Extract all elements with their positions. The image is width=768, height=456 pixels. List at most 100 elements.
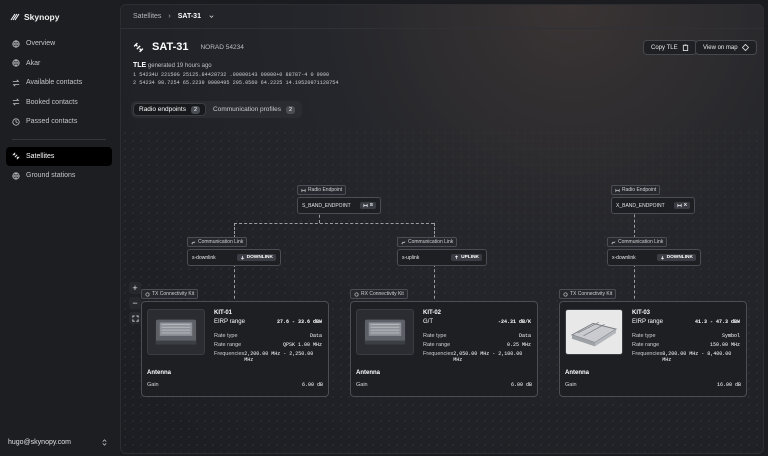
kit-name: KIT-02 bbox=[423, 310, 442, 316]
communication-link-node[interactable]: s-downlink DOWNLINK bbox=[187, 249, 281, 266]
diagram-canvas[interactable]: Radio Endpoint S_BAND_ENDPOINT S Radio E… bbox=[121, 129, 763, 453]
fit-view-icon bbox=[131, 314, 139, 322]
row-label: Rate type bbox=[214, 333, 238, 339]
connector bbox=[634, 199, 635, 238]
breadcrumb-parent[interactable]: Satellites bbox=[133, 13, 162, 20]
sidebar-item-akar[interactable]: Akar bbox=[6, 54, 112, 74]
zoom-controls: + − bbox=[129, 282, 141, 324]
tag-label: Communication Link bbox=[198, 239, 244, 245]
band-badge: X bbox=[673, 202, 690, 209]
sidebar-item-available-contacts[interactable]: Available contacts bbox=[6, 73, 112, 93]
radio-endpoint-node[interactable]: X_BAND_ENDPOINT X bbox=[611, 197, 695, 214]
radio-icon bbox=[301, 188, 306, 192]
link-name: s-downlink bbox=[192, 254, 216, 261]
kit-image bbox=[565, 309, 623, 355]
arrows-icon bbox=[12, 79, 20, 87]
kit-icon bbox=[354, 292, 359, 296]
direction-label: DOWNLINK bbox=[246, 255, 273, 260]
endpoint-name: S_BAND_ENDPOINT bbox=[302, 202, 351, 209]
user-menu[interactable]: hugo@skynopy.com bbox=[8, 439, 108, 446]
row-label: G/T bbox=[423, 319, 433, 325]
tab-radio-endpoints[interactable]: Radio endpoints 2 bbox=[133, 103, 207, 116]
kit-rate-type-row: Rate type Symbol bbox=[632, 333, 740, 339]
zoom-out-button[interactable]: − bbox=[129, 297, 141, 309]
kit-rate-range-row: Rate range 150.00 MHz bbox=[632, 342, 740, 348]
tag-label: Radio Endpoint bbox=[622, 187, 657, 193]
kit-name: KIT-03 bbox=[632, 310, 651, 316]
tab-communication-profiles[interactable]: Communication profiles 2 bbox=[208, 103, 300, 116]
antenna-label: Antenna bbox=[565, 370, 589, 376]
sidebar: Skynopy Overview Akar Available contacts… bbox=[0, 0, 120, 456]
radio-endpoint-tag: Radio Endpoint bbox=[297, 185, 347, 195]
arrow-down-icon bbox=[660, 255, 664, 260]
crosshair-icon bbox=[741, 44, 749, 51]
sidebar-item-label: Satellites bbox=[26, 152, 55, 160]
sidebar-item-passed-contacts[interactable]: Passed contacts bbox=[6, 112, 112, 132]
tle-generated: generated 19 hours ago bbox=[147, 63, 212, 69]
communication-link-tag: Communication Link bbox=[607, 237, 668, 247]
band-label: S bbox=[369, 203, 373, 208]
fit-view-button[interactable] bbox=[129, 312, 141, 324]
radio-icon bbox=[363, 203, 368, 208]
sidebar-item-ground-stations[interactable]: Ground stations bbox=[6, 166, 112, 186]
sidebar-item-overview[interactable]: Overview bbox=[6, 34, 112, 54]
tle-header: TLE generated 19 hours ago bbox=[133, 62, 212, 69]
radio-endpoint-node[interactable]: S_BAND_ENDPOINT S bbox=[297, 197, 381, 214]
main-panel: Satellites › SAT-31 SAT-31 NORAD 54234 C… bbox=[120, 4, 764, 454]
tabs: Radio endpoints 2 Communication profiles… bbox=[131, 101, 303, 118]
band-label: X bbox=[683, 203, 687, 208]
tab-label: Communication profiles bbox=[213, 106, 281, 113]
satellite-icon bbox=[133, 42, 144, 52]
copy-tle-button[interactable]: Copy TLE bbox=[643, 40, 697, 55]
antenna-label: Antenna bbox=[356, 370, 380, 376]
kit-rate-range-row: Rate range 0.25 MHz bbox=[423, 342, 531, 348]
satellite-header: SAT-31 NORAD 54234 bbox=[133, 41, 244, 53]
chevron-down-icon[interactable] bbox=[208, 13, 215, 20]
connectivity-kit-card[interactable]: KIT-03 EIRP range 41.3 - 47.3 dBW Rate t… bbox=[559, 301, 747, 397]
tab-label: Radio endpoints bbox=[139, 106, 186, 113]
sidebar-item-label: Available contacts bbox=[26, 79, 83, 87]
tag-label: TX Connectivity Kit bbox=[570, 291, 613, 297]
zoom-in-button[interactable]: + bbox=[129, 282, 141, 294]
radio-hardware-icon bbox=[570, 322, 618, 347]
kit-rate-type-row: Rate type Data bbox=[214, 333, 322, 339]
connectivity-kit-card[interactable]: KIT-01 EIRP range 27.6 - 33.6 dBW Rate t… bbox=[141, 301, 329, 397]
kit-frequencies-row: Frequencies 8,200.00 MHz - 8,400.00 MHz bbox=[632, 351, 740, 363]
antenna-gain-row: Gain 6.00 dB bbox=[147, 382, 323, 388]
sidebar-item-booked-contacts[interactable]: Booked contacts bbox=[6, 93, 112, 113]
row-label: Rate range bbox=[214, 342, 242, 348]
brand[interactable]: Skynopy bbox=[10, 12, 59, 22]
gain-label: Gain bbox=[147, 382, 159, 388]
link-icon bbox=[401, 240, 406, 244]
row-label: EIRP range bbox=[632, 319, 663, 325]
row-value: Data bbox=[518, 333, 531, 339]
tle-line-1: 1 54234U 22150G 25125.84428732 .00000143… bbox=[133, 72, 330, 78]
view-on-map-button[interactable]: View on map bbox=[695, 40, 757, 55]
tag-label: Communication Link bbox=[618, 239, 664, 245]
row-value: 27.6 - 33.6 dBW bbox=[276, 319, 322, 325]
row-label: Rate range bbox=[632, 342, 660, 348]
sidebar-item-label: Passed contacts bbox=[26, 118, 78, 126]
sidebar-item-label: Overview bbox=[26, 40, 56, 48]
connectivity-kit-tag: TX Connectivity Kit bbox=[559, 289, 617, 299]
breadcrumb-current: SAT-31 bbox=[177, 13, 201, 20]
sidebar-divider bbox=[12, 138, 106, 140]
tag-label: TX Connectivity Kit bbox=[152, 291, 195, 297]
connector bbox=[234, 264, 235, 304]
globe-icon bbox=[12, 172, 20, 180]
sidebar-item-satellites[interactable]: Satellites bbox=[6, 146, 112, 166]
communication-link-tag: Communication Link bbox=[397, 237, 458, 247]
row-label: Frequencies bbox=[423, 351, 454, 357]
tag-label: Communication Link bbox=[408, 239, 454, 245]
radio-icon bbox=[677, 203, 682, 208]
antenna-gain-row: Gain 16.00 dB bbox=[565, 382, 741, 388]
band-badge: S bbox=[359, 202, 376, 209]
communication-link-node[interactable]: x-downlink DOWNLINK bbox=[607, 249, 701, 266]
radio-hardware-icon bbox=[364, 319, 406, 345]
tag-label: Radio Endpoint bbox=[308, 187, 343, 193]
communication-link-node[interactable]: s-uplink UPLINK bbox=[397, 249, 487, 266]
direction-badge: DOWNLINK bbox=[236, 254, 276, 261]
tab-count: 2 bbox=[190, 105, 201, 114]
connectivity-kit-card[interactable]: KIT-02 G/T -24.31 dB/K Rate type Data Ra… bbox=[350, 301, 538, 397]
row-value: Symbol bbox=[721, 333, 740, 339]
